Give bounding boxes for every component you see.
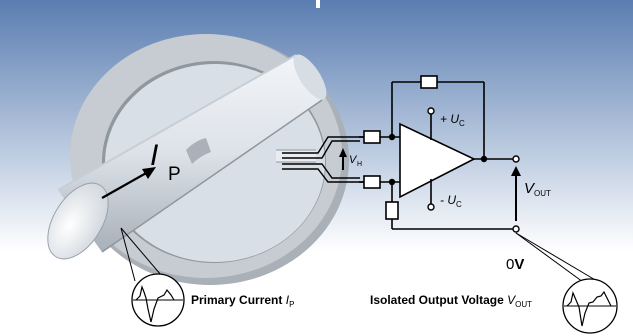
hall-sensor-leads (282, 136, 371, 183)
input-resistor-top (363, 130, 381, 144)
callout-lines (120, 227, 598, 283)
ground-terminal (512, 225, 520, 233)
negative-supply-terminal (427, 203, 435, 211)
background-notch (316, 0, 320, 8)
primary-current-symbol: I (150, 139, 158, 172)
core-air-gap (276, 150, 316, 162)
primary-current-arrow (101, 167, 156, 199)
positive-supply-terminal (427, 107, 435, 115)
output-voltage-label: VOUT (524, 180, 551, 198)
circuit-junctions (388, 133, 488, 186)
primary-current-caption: Primary Current IP (191, 293, 294, 309)
input-resistor-bottom (363, 175, 381, 189)
amplifier-circuit (359, 75, 516, 230)
output-voltage-caption: Isolated Output Voltage VOUT (370, 293, 532, 309)
hall-voltage-symbol: V (349, 154, 358, 166)
output-voltage-arrow (511, 166, 521, 221)
output-terminal (512, 155, 520, 163)
circuit-terminals (427, 107, 520, 233)
output-voltage-waveform-inset (562, 278, 618, 334)
ground-voltage-label: 0V (506, 256, 524, 273)
primary-current-subscript: P (168, 164, 181, 185)
primary-current-waveform-inset (131, 273, 185, 327)
op-amp-symbol (399, 122, 476, 199)
hall-voltage-subscript: H (357, 161, 362, 168)
conductor-end-face (47, 182, 109, 260)
feedback-resistor (420, 75, 438, 89)
hall-voltage-arrow (339, 148, 347, 170)
ground-resistor (385, 201, 399, 220)
negative-supply-label: - UC (440, 193, 462, 209)
positive-supply-label: + UC (440, 112, 465, 128)
